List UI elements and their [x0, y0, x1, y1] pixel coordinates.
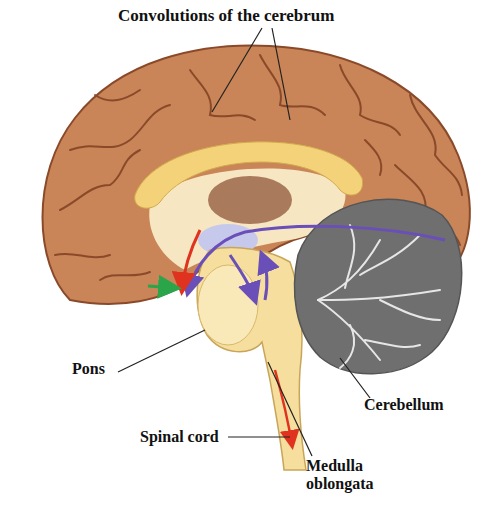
red-arrow — [182, 230, 200, 290]
pons-bulge — [198, 265, 258, 345]
title-label: Convolutions of the cerebrum — [118, 6, 418, 26]
sulcus — [100, 272, 150, 280]
sulcus — [365, 140, 381, 175]
sulcus — [260, 55, 325, 115]
leader-line — [118, 330, 205, 372]
green-arrow — [148, 286, 176, 288]
part-label: Spinal cord — [140, 428, 240, 446]
white-matter-branch — [318, 290, 440, 320]
thalamus — [208, 176, 292, 224]
arbor-vitae — [318, 225, 440, 368]
white-matter-branch — [318, 225, 420, 300]
purple-arrow — [262, 255, 267, 300]
leader-line — [228, 436, 290, 437]
part-label: Medulla oblongata — [306, 457, 416, 494]
part-label: Cerebellum — [364, 396, 494, 414]
sulcus — [340, 65, 400, 135]
white-matter-branch — [318, 300, 420, 368]
purple-arrow — [230, 255, 255, 300]
purple-arrow — [188, 226, 445, 292]
sulcus — [70, 105, 170, 150]
leader-line — [268, 362, 312, 456]
leader-line — [272, 28, 290, 120]
leader-lines — [118, 28, 370, 456]
sulcus — [60, 150, 140, 210]
sulcus — [410, 95, 462, 195]
sulcus — [55, 254, 110, 258]
part-label: Pons — [72, 360, 152, 378]
leader-line — [212, 28, 262, 112]
sulcus — [95, 90, 140, 100]
leader-line — [340, 358, 370, 398]
